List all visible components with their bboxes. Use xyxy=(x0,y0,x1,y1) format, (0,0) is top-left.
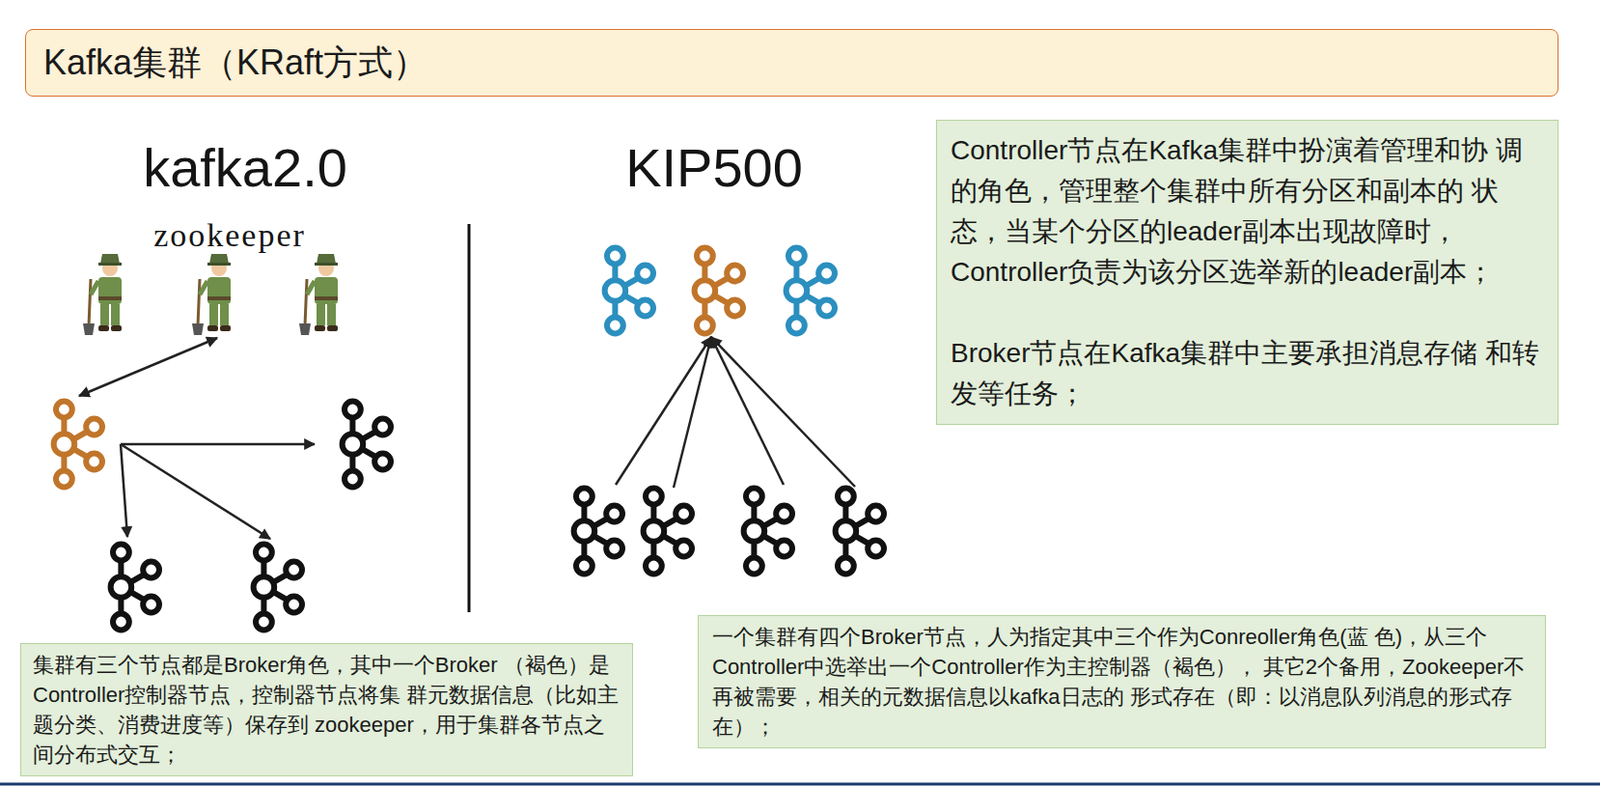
zookeeper-figure xyxy=(192,253,231,335)
right-arrows xyxy=(615,336,856,488)
arrow-line xyxy=(79,337,218,396)
broker-logo xyxy=(253,544,303,631)
broker-logo xyxy=(744,488,793,575)
broker-logo xyxy=(574,488,623,575)
arrow-line xyxy=(120,443,128,537)
arrow-line xyxy=(711,336,784,485)
controller-logo xyxy=(605,248,654,334)
note-text: 集群有三个节点都是Broker角色，其中一个Broker （褐色）是Contro… xyxy=(32,649,621,770)
zookeeper-figure xyxy=(299,253,338,335)
controller-logo xyxy=(694,248,744,334)
note-box: Controller节点在Kafka集群中扮演着管理和协 调的角色，管理整个集群… xyxy=(936,119,1559,425)
zookeeper-figures xyxy=(82,253,338,335)
left-arrows xyxy=(79,337,315,539)
broker-logo xyxy=(110,544,160,631)
heading-label: zookeeper xyxy=(153,219,306,252)
title-banner: Kafka集群（KRaft方式） xyxy=(25,28,1559,97)
note-box: 集群有三个节点都是Broker角色，其中一个Broker （褐色）是Contro… xyxy=(20,642,634,776)
divider-line xyxy=(468,223,471,612)
broker-logo xyxy=(643,488,692,575)
zookeeper-figure xyxy=(82,253,122,335)
broker-logo xyxy=(342,401,391,488)
note-text: 一个集群有四个Broker节点，人为指定其中三个作为Conreoller角色(蓝… xyxy=(712,621,1532,742)
arrow-line xyxy=(711,336,856,487)
controller-logo xyxy=(54,401,103,488)
controller-logo xyxy=(786,248,835,334)
note-text: Broker节点在Kafka集群中主要承担消息存储 和转发等任务； xyxy=(950,332,1545,414)
arrow-line xyxy=(673,336,712,488)
arrow-line xyxy=(120,443,271,539)
note-box: 一个集群有四个Broker节点，人为指定其中三个作为Conreoller角色(蓝… xyxy=(697,614,1546,748)
heading-label: KIP500 xyxy=(625,140,803,195)
broker-logo xyxy=(835,488,884,575)
footer-line xyxy=(0,782,1600,786)
title-text: Kafka集群（KRaft方式） xyxy=(43,39,428,87)
arrow-line xyxy=(120,442,315,446)
arrow-line xyxy=(615,336,712,485)
heading-label: kafka2.0 xyxy=(142,140,348,195)
note-text: Controller节点在Kafka集群中扮演着管理和协 调的角色，管理整个集群… xyxy=(950,130,1545,293)
